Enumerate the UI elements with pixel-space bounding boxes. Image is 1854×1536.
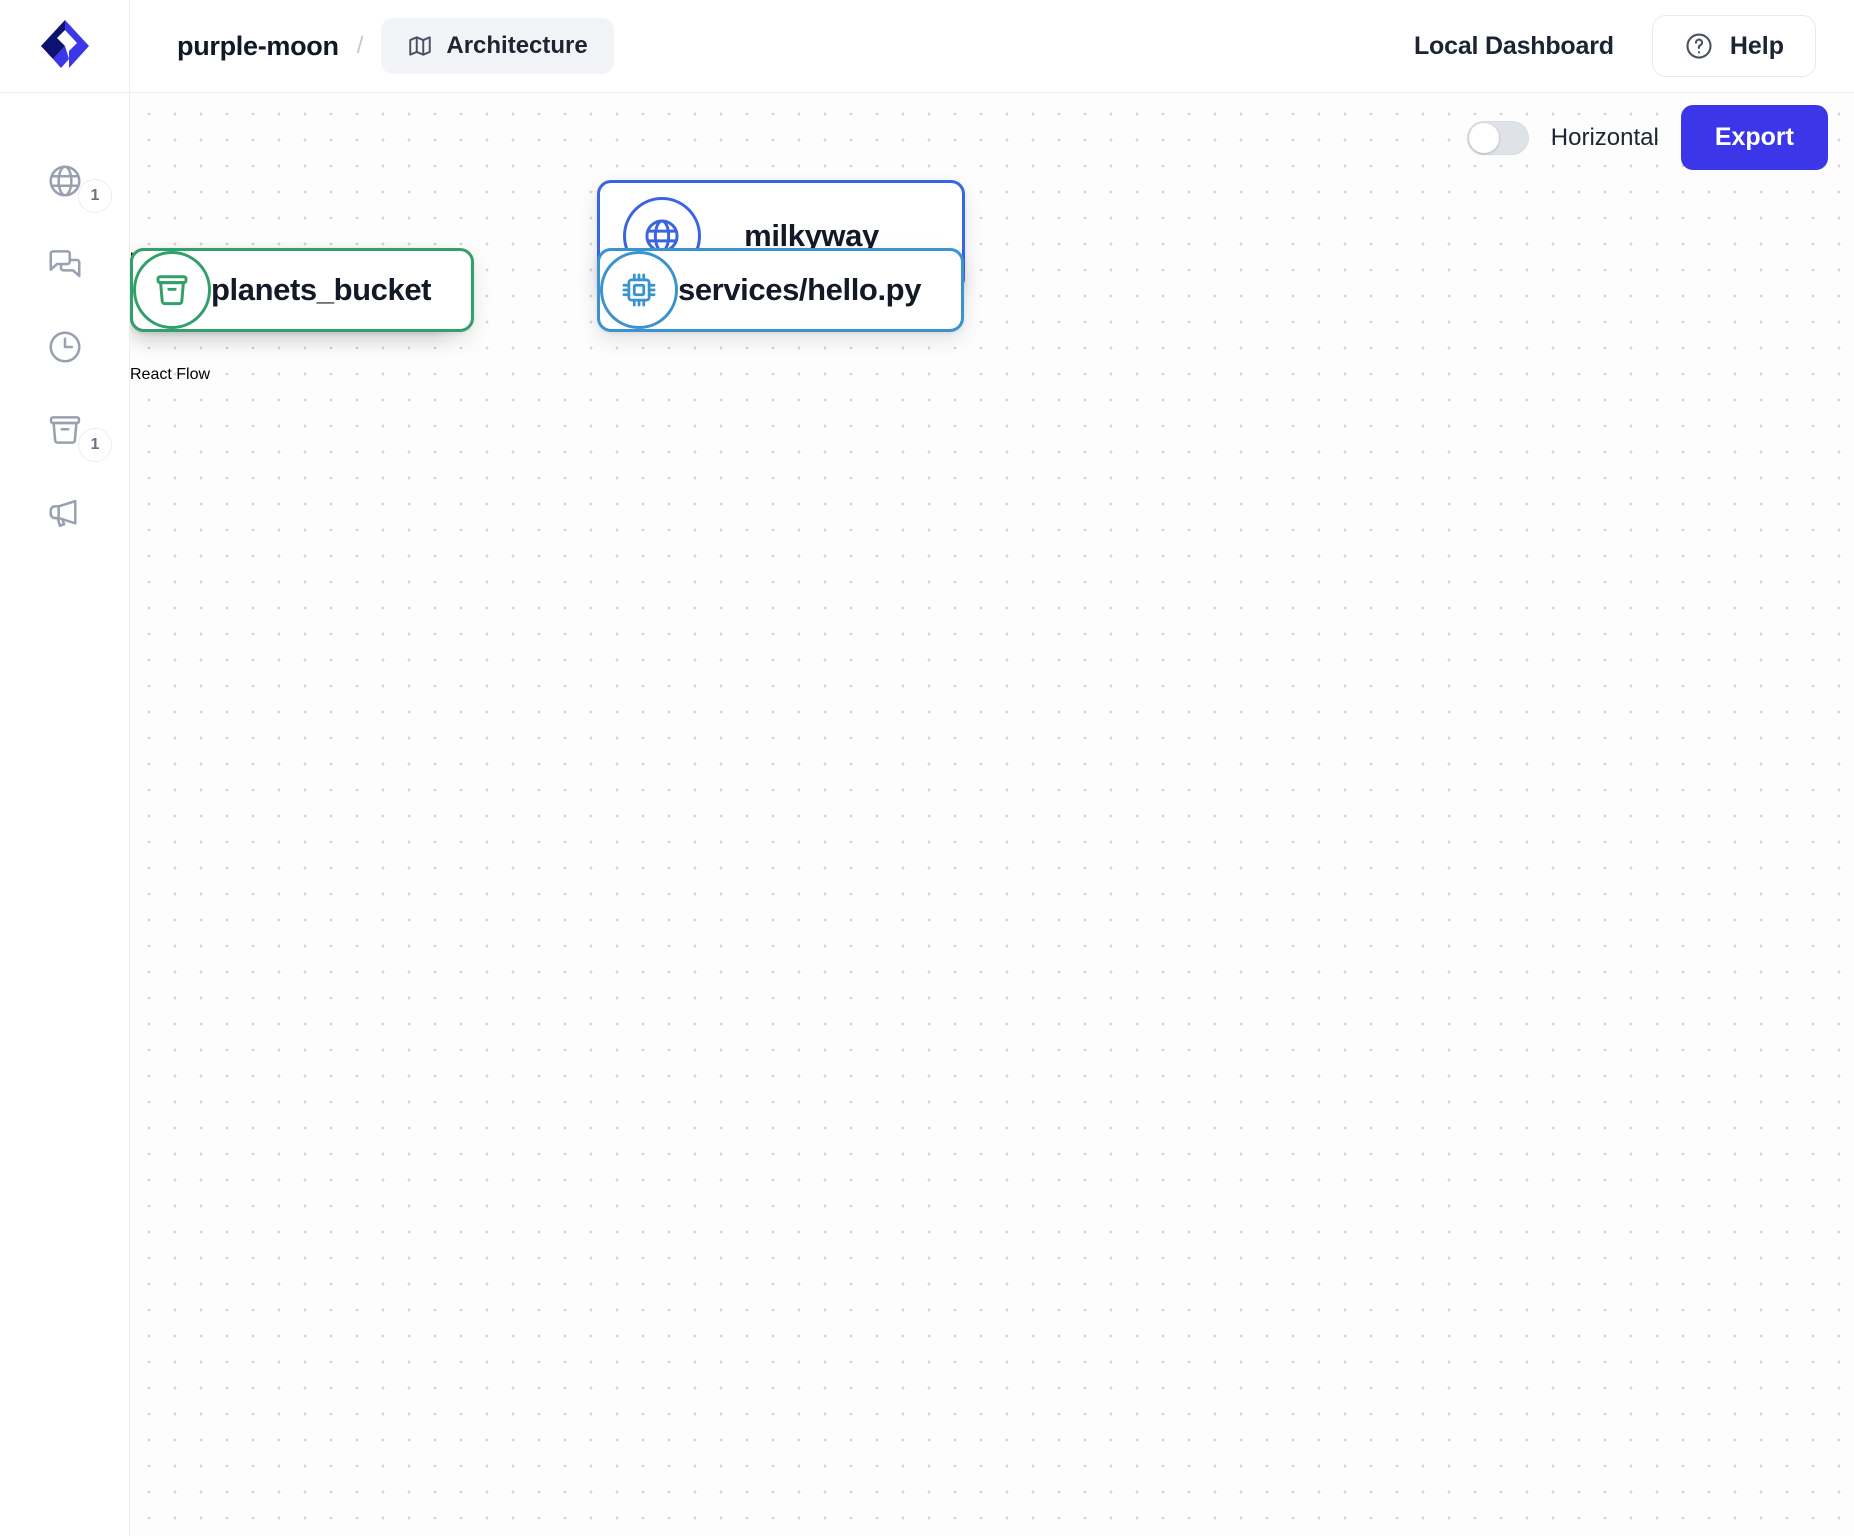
graph-node-services-hello-label: services/hello.py bbox=[678, 272, 922, 307]
architecture-canvas[interactable]: Horizontal Export bbox=[130, 93, 1854, 1536]
sidebar-item-history[interactable] bbox=[0, 305, 130, 388]
node-icon-cpu-chip bbox=[600, 251, 678, 329]
sidebar-item-announcements[interactable] bbox=[0, 471, 130, 554]
layout-direction-label: Horizontal bbox=[1550, 123, 1659, 151]
layout-direction-toggle[interactable] bbox=[1466, 120, 1529, 155]
globe-icon bbox=[49, 164, 81, 197]
clock-icon bbox=[49, 330, 81, 363]
help-label: Help bbox=[1729, 31, 1784, 60]
breadcrumb-separator: / bbox=[356, 32, 364, 59]
sidebar-badge-globe: 1 bbox=[78, 179, 112, 213]
map-icon bbox=[409, 36, 432, 56]
sidebar-item-storage[interactable]: 1 bbox=[0, 388, 130, 471]
top-bar: purple-moon / Architecture Local Dashboa… bbox=[0, 0, 1854, 93]
local-dashboard-label: Local Dashboard bbox=[1413, 31, 1614, 60]
chat-bubbles-icon bbox=[49, 249, 81, 277]
bucket-icon bbox=[49, 415, 81, 444]
app-logo-diamond-icon bbox=[40, 20, 89, 68]
sidebar: 1 1 bbox=[0, 93, 130, 1536]
export-button[interactable]: Export bbox=[1680, 105, 1828, 170]
canvas-controls: Horizontal Export bbox=[1466, 105, 1828, 170]
app-logo[interactable] bbox=[0, 0, 130, 93]
breadcrumb-architecture-label: Architecture bbox=[446, 32, 588, 59]
breadcrumb-architecture[interactable]: Architecture bbox=[381, 18, 614, 74]
graph-node-planets-bucket-label: planets_bucket bbox=[211, 272, 432, 307]
brand-name: purple-moon bbox=[177, 30, 339, 61]
graph-node-planets-bucket[interactable]: planets_bucket bbox=[130, 248, 475, 332]
sidebar-item-globe[interactable]: 1 bbox=[0, 139, 130, 222]
toggle-knob bbox=[1468, 122, 1499, 153]
top-bar-right: Local Dashboard Help bbox=[1414, 15, 1854, 77]
minimap-node bbox=[130, 350, 186, 366]
graph-edges bbox=[558, 292, 1155, 1162]
question-circle-icon bbox=[1686, 33, 1712, 59]
react-flow-attribution[interactable]: React Flow bbox=[130, 366, 211, 383]
megaphone-icon bbox=[49, 499, 77, 527]
node-icon-bucket bbox=[133, 251, 211, 329]
sidebar-item-messages[interactable] bbox=[0, 222, 130, 305]
graph-node-milkyway-label: milkyway bbox=[744, 218, 879, 253]
help-button[interactable]: Help bbox=[1651, 15, 1816, 77]
sidebar-badge-storage: 1 bbox=[78, 428, 112, 462]
graph-node-services-hello[interactable]: services/hello.py bbox=[597, 248, 965, 332]
minimap-node bbox=[130, 334, 184, 350]
